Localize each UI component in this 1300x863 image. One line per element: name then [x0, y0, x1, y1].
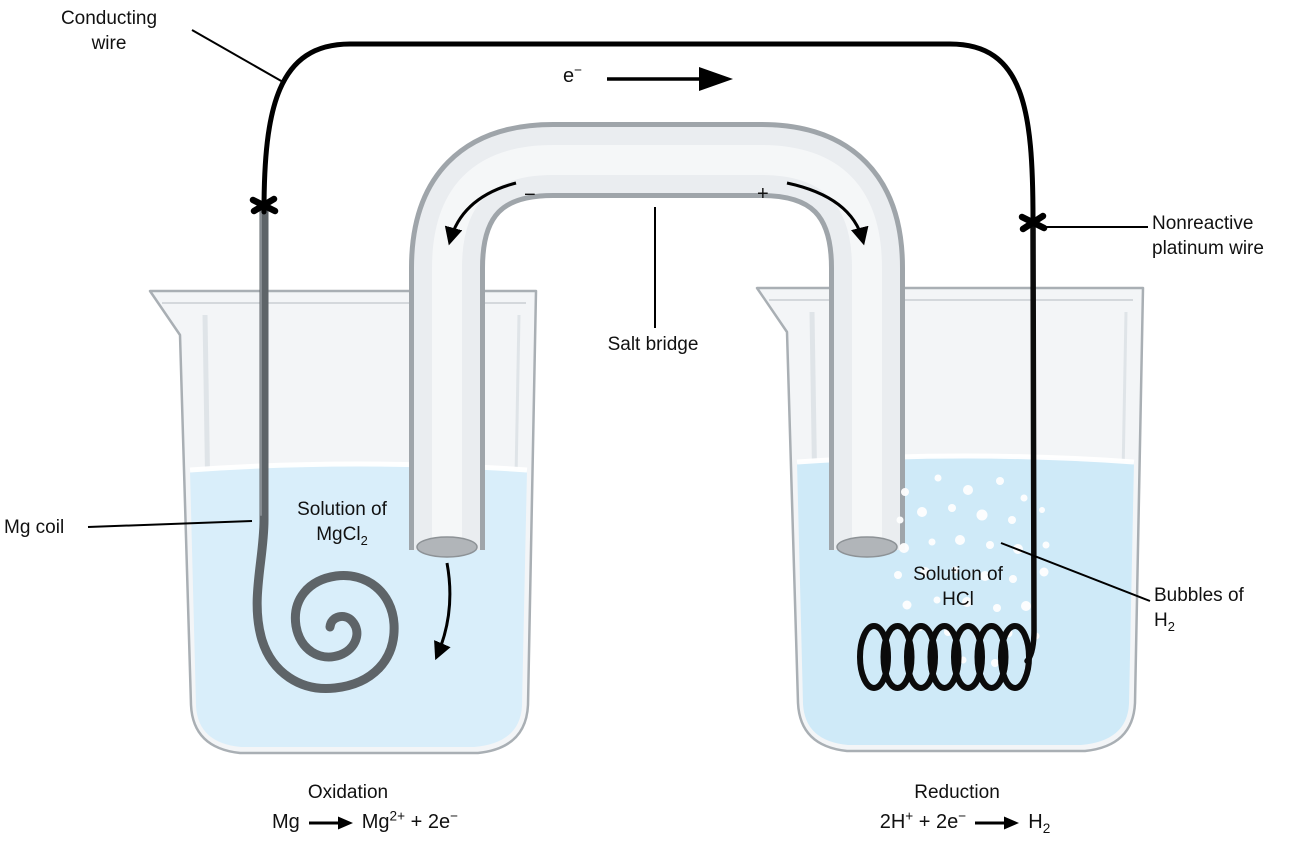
mg-electrode — [252, 199, 399, 693]
solution-hcl-line2: HCl — [942, 589, 974, 611]
anion-flow-arrow-icon — [444, 181, 517, 246]
oxidation-label: Oxidation — [307, 782, 389, 803]
salt-bridge-plug-left — [416, 536, 478, 558]
reduction-equation-rhs: H2 — [1028, 811, 1051, 836]
salt-bridge-tube — [409, 122, 905, 558]
solution-mgcl2-label: Solution of MgCl2 — [272, 497, 412, 547]
cation-flow-arrow-icon — [786, 181, 869, 246]
solution-mgcl2-line2: MgCl2 — [316, 524, 368, 548]
hydrogen-bubbles — [894, 474, 1050, 667]
reaction-arrow-icon — [308, 816, 353, 829]
platinum-coil — [857, 623, 1032, 691]
salt-bridge-plus-sign: + — [757, 183, 769, 205]
bubbles-h2-line1: Bubbles of — [1154, 585, 1244, 606]
leader-bubbles — [1000, 542, 1151, 602]
oxidation-equation-lhs: Mg — [271, 811, 300, 833]
reduction-equation-lhs: 2H+ + 2e− — [879, 808, 967, 833]
leader-mg-coil — [87, 520, 253, 528]
salt-bridge-minus-sign: − — [524, 184, 536, 206]
platinum-electrode — [857, 217, 1037, 691]
bubbles-h2-label: Bubbles of H2 — [1154, 583, 1284, 633]
oxidation-equation: Mg Mg2+ + 2e− — [215, 808, 515, 834]
ion-release-arrow-icon — [434, 562, 452, 661]
wire-knot-left — [249, 195, 279, 215]
leader-conducting-wire — [191, 29, 284, 83]
nonreactive-platinum-wire-label: Nonreactive platinum wire — [1152, 213, 1264, 260]
mg-coil-label: Mg coil — [4, 517, 65, 538]
salt-bridge-plug-right — [836, 536, 898, 558]
reaction-arrow-icon — [975, 816, 1020, 829]
electron-flow-arrow-icon — [607, 67, 733, 91]
conducting-wire-label: Conducting wire — [60, 8, 158, 55]
oxidation-equation-rhs: Mg2+ + 2e− — [361, 808, 459, 833]
reduction-equation: 2H+ + 2e− H2 — [815, 808, 1115, 836]
solution-mgcl2-line1: Solution of — [297, 499, 387, 520]
reduction-label: Reduction — [914, 782, 1000, 803]
bubbles-h2-line2: H2 — [1154, 610, 1175, 634]
salt-bridge-label: Salt bridge — [607, 334, 699, 355]
solution-hcl-label: Solution of HCl — [888, 562, 1028, 612]
solution-hcl-line1: Solution of — [913, 564, 1003, 585]
leader-lines — [87, 29, 1151, 602]
electron-label: e− — [563, 62, 583, 87]
